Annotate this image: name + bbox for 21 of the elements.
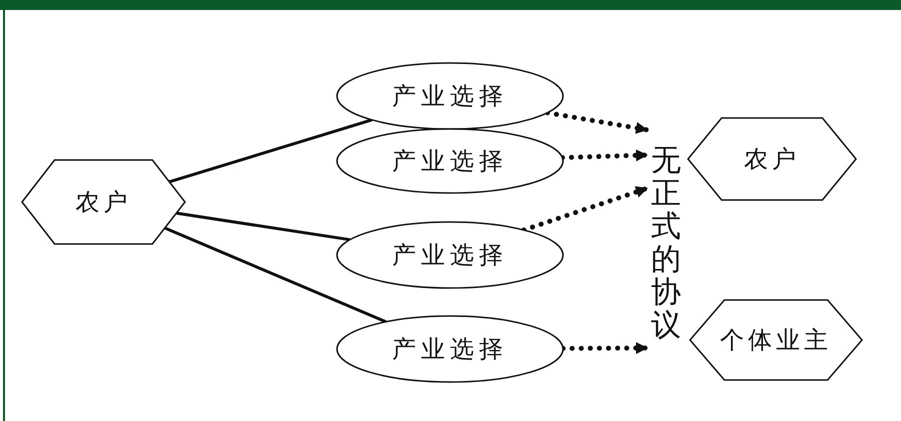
hexagon-shape [690, 300, 862, 380]
node-label: 产业选择 [392, 146, 508, 177]
vertical-label: 无正式的协议 [651, 144, 681, 342]
node-label: 农户 [744, 144, 800, 175]
node-label: 产业选择 [392, 240, 508, 271]
node-label: 个体业主 [720, 325, 832, 356]
dotted-arrow [521, 186, 650, 233]
dotted-arrow [560, 149, 650, 162]
ellipse-shape [337, 316, 563, 382]
ellipse-shape [337, 129, 563, 193]
hexagon-shape [688, 118, 856, 200]
hexagon-shape [22, 160, 185, 244]
connector-line [176, 212, 350, 242]
ellipse-shape [337, 63, 563, 129]
node-label: 产业选择 [392, 334, 508, 365]
node-label: 产业选择 [392, 81, 508, 112]
connector-line [164, 226, 387, 324]
ellipse-shape [337, 222, 563, 288]
connector-line [168, 118, 372, 184]
dotted-arrow [544, 110, 650, 134]
node-label: 农户 [76, 187, 132, 218]
